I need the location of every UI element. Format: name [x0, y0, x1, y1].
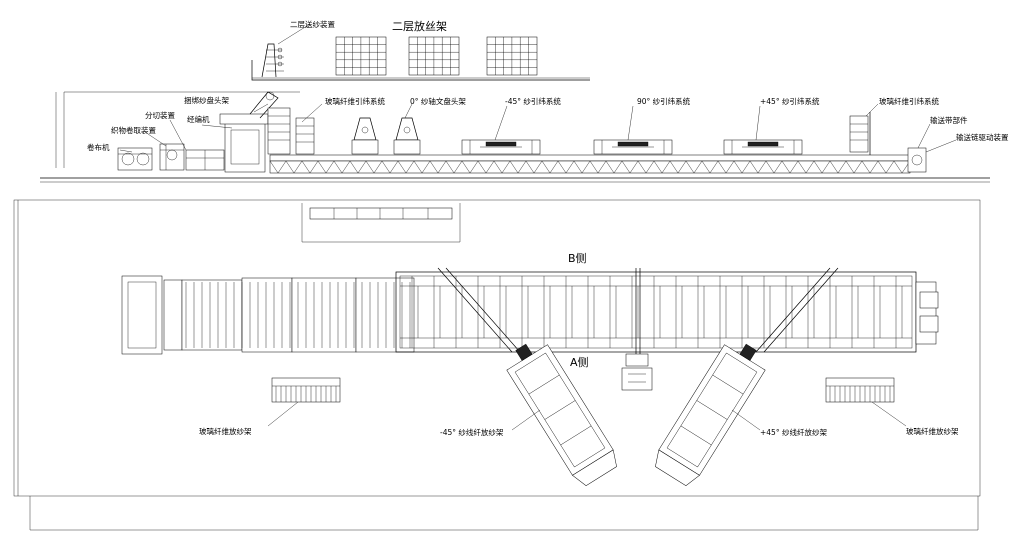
label-plus45-weft: +45° 纱引纬系统: [760, 96, 820, 106]
fabric-takeup: [159, 143, 185, 171]
label-glass-weft-right: 玻璃纤维引纬系统: [879, 96, 939, 106]
plus45-creel: [655, 343, 766, 486]
glass-creel-right: [825, 377, 895, 403]
label-glass-weft-left: 玻璃纤维引纬系统: [325, 96, 385, 106]
main-conveyor: [269, 154, 911, 174]
ninety-weft-system: [593, 139, 673, 155]
label-conveyor-part: 输送带部件: [930, 115, 968, 125]
label-side-a: A侧: [570, 356, 589, 369]
label-minus45-weft: -45° 纱引纬系统: [505, 96, 561, 106]
label-two-layer-feed: 二层送纱装置: [290, 19, 335, 29]
warp-creel-head-frame: [267, 107, 315, 155]
conveyor-drive: [907, 147, 927, 173]
roller-machine: [117, 147, 153, 171]
title-block: [301, 203, 461, 243]
label-roller: 卷布机: [87, 142, 110, 152]
right-glass-weft-system: [849, 112, 871, 155]
label-fabric-takeup: 织物卷取装置: [111, 125, 156, 135]
label-warp-knitting: 经编机: [187, 114, 210, 124]
ninety-stand-plan: [621, 353, 653, 391]
warp-knitting-machine: [219, 91, 279, 173]
cutting-device: [185, 149, 225, 171]
label-minus45-creel: -45° 纱线纤放纱架: [440, 427, 504, 437]
zero-axis-beam-heads: [351, 117, 421, 155]
plus45-weft-system: [723, 139, 803, 155]
label-zero-axis: 0° 纱轴文盘头架: [410, 96, 466, 106]
label-plus45-creel: +45° 纱线纤放纱架: [760, 427, 827, 437]
label-cutting: 分切装置: [145, 110, 175, 120]
label-glass-creel-right: 玻璃纤维放纱架: [906, 426, 959, 436]
main-line-plan: [121, 271, 939, 355]
label-ninety-weft: 90° 纱引纬系统: [637, 96, 691, 106]
label-conveyor-drive: 输送链驱动装置: [956, 132, 1009, 142]
elevation-view: [40, 23, 990, 183]
label-side-b: B侧: [568, 252, 587, 265]
two-layer-feed-device: [261, 43, 284, 78]
plan-view: [13, 199, 981, 531]
label-warp-creel-head: 捆绑纱盘头架: [184, 95, 229, 105]
label-glass-creel-left: 玻璃纤维放纱架: [199, 426, 252, 436]
glass-creel-left: [271, 377, 341, 403]
weft-diagonals: [437, 267, 839, 356]
label-creel-2nd-layer-title: 二层放丝架: [392, 19, 447, 33]
minus45-weft-system: [461, 139, 541, 155]
minus45-creel: [506, 343, 617, 486]
